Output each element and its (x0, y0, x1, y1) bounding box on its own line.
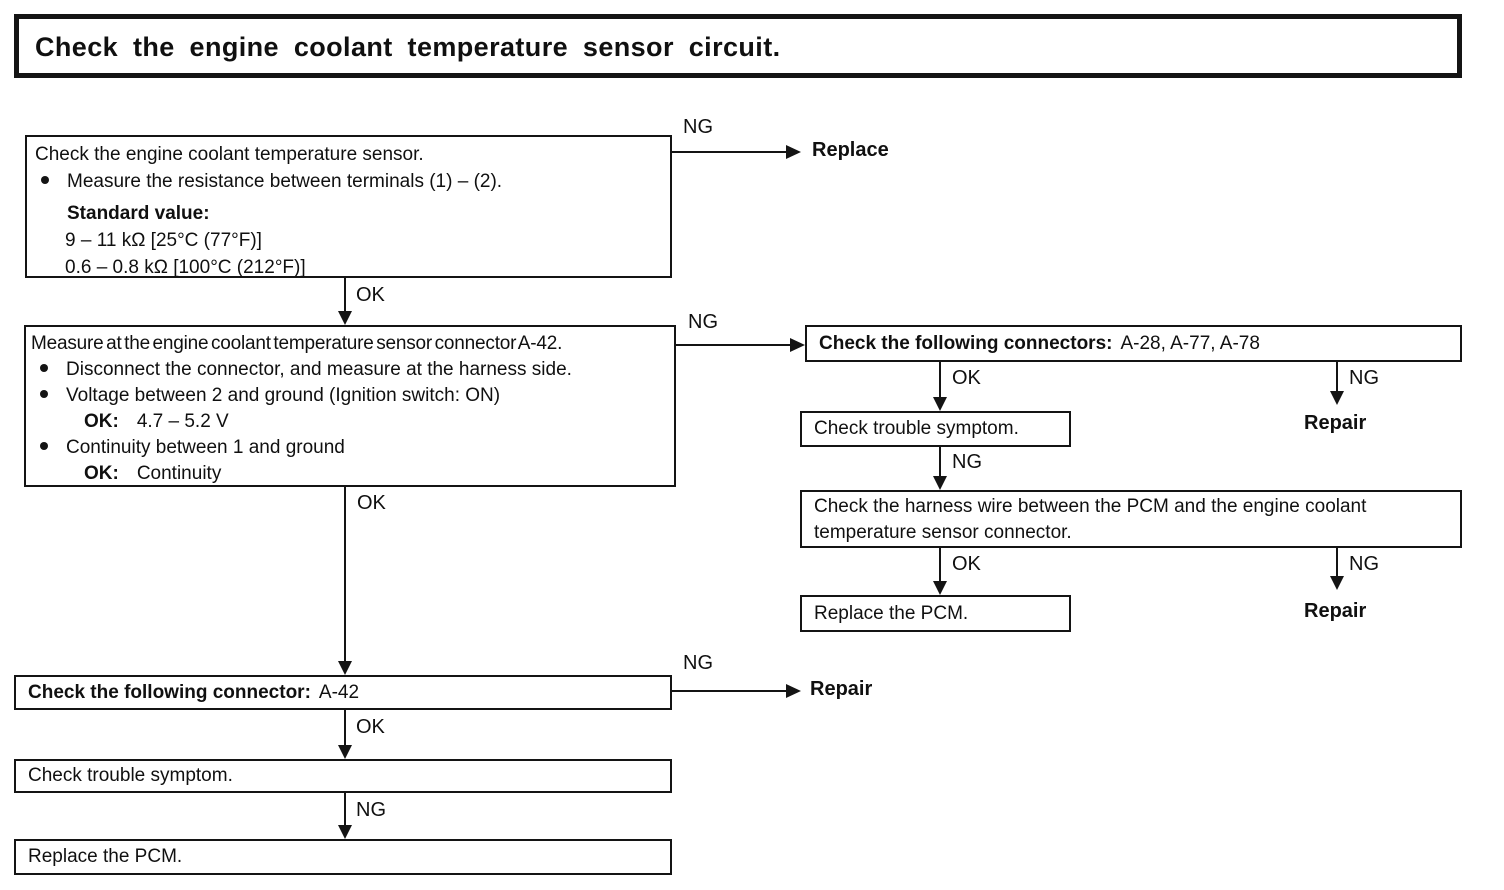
replace-pcm-right-text: Replace the PCM. (814, 602, 969, 624)
bullet-icon (40, 442, 48, 450)
ok-arrow-harness-line (939, 548, 941, 582)
ng-label-connectors: NG (1349, 367, 1379, 389)
ng-arrow-connectors-head (1330, 391, 1344, 405)
measure-connector-bullet2: Voltage between 2 and ground (Ignition s… (66, 385, 501, 406)
box-check-connectors: Check the following connectors: A-28, A-… (805, 325, 1462, 362)
repair-label-2: Repair (1304, 600, 1367, 622)
check-sensor-line1: Check the engine coolant temperature sen… (35, 144, 424, 165)
check-connector-value: A-42 (318, 681, 360, 703)
bullet-icon (41, 176, 49, 184)
ok-label-a42: OK (356, 716, 385, 738)
ng-arrow-a42-head (786, 684, 801, 698)
standard-value-1: 9 – 11 kΩ [25°C (77°F)] (65, 230, 262, 251)
measure-connector-line1: Measure at the engine coolant temperatur… (31, 333, 563, 354)
box-check-trouble-symptom-right: Check trouble symptom. (800, 411, 1071, 447)
check-connectors-label: Check the following connectors: (819, 332, 1113, 354)
page-title: Check the engine coolant temperature sen… (35, 32, 781, 62)
standard-value-label: Standard value: (67, 203, 210, 224)
ok-arrow-connectors-head (933, 397, 947, 411)
check-connector-label: Check the following connector: (28, 681, 311, 703)
ng-arrow-symptom-left-line (344, 793, 346, 826)
ng-label-a42: NG (683, 652, 713, 674)
ok-arrow-harness-head (933, 581, 947, 595)
replace-label: Replace (812, 139, 889, 161)
standard-value-2: 0.6 – 0.8 kΩ [100°C (212°F)] (65, 257, 306, 278)
bullet-icon (40, 390, 48, 398)
ng-label-harness: NG (1349, 553, 1379, 575)
ok-label-connectors: OK (952, 367, 981, 389)
ok-label-harness: OK (952, 553, 981, 575)
ok-arrow-a42-line (344, 710, 346, 746)
ng-arrow-connectors-line (1336, 362, 1338, 392)
ng-label-box1: NG (683, 116, 713, 138)
ng-arrow-symptom-line (939, 447, 941, 477)
ng-arrow-harness-head (1330, 576, 1344, 590)
check-sensor-bullet1: Measure the resistance between terminals… (67, 171, 503, 192)
repair-label-3: Repair (810, 678, 873, 700)
box-check-sensor: Check the engine coolant temperature sen… (25, 135, 672, 278)
ok-arrow-box2-head (338, 661, 352, 675)
bullet-icon (40, 364, 48, 372)
ng-arrow-a42-line (672, 690, 788, 692)
ng-arrow-box2-head (790, 338, 805, 352)
box-measure-connector: Measure at the engine coolant temperatur… (24, 325, 676, 487)
check-trouble-symptom-right-text: Check trouble symptom. (814, 418, 1019, 439)
ng-arrow-box2-line (676, 344, 793, 346)
ok-arrow-connectors-line (939, 362, 941, 398)
ok-value-1: 4.7 – 5.2 V (136, 411, 229, 432)
check-connectors-value: A-28, A-77, A-78 (1120, 332, 1260, 354)
ok-arrow-box1-line (344, 278, 346, 312)
ng-arrow-box1-line (672, 151, 788, 153)
harness-wire-text: Check the harness wire between the PCM a… (814, 496, 1367, 543)
box-replace-pcm-right: Replace the PCM. (800, 595, 1071, 632)
box-check-trouble-symptom-left: Check trouble symptom. (14, 759, 672, 793)
ok-arrow-box1-head (338, 311, 352, 325)
box-harness-wire: Check the harness wire between the PCM a… (800, 490, 1462, 548)
ok-arrow-a42-head (338, 745, 352, 759)
ng-arrow-symptom-left-head (338, 825, 352, 839)
ok-arrow-box2-line (344, 487, 346, 662)
ng-label-symptom: NG (952, 451, 982, 473)
title-box: Check the engine coolant temperature sen… (14, 14, 1462, 78)
ok-label-box1: OK (356, 284, 385, 306)
measure-connector-bullet3: Continuity between 1 and ground (66, 437, 345, 458)
ok-value-label-1: OK: (84, 411, 119, 432)
measure-connector-bullet1: Disconnect the connector, and measure at… (66, 359, 572, 380)
ng-arrow-harness-line (1336, 548, 1338, 577)
replace-pcm-left-text: Replace the PCM. (28, 846, 183, 867)
ng-label-symptom-left: NG (356, 799, 386, 821)
repair-label-1: Repair (1304, 412, 1367, 434)
ng-arrow-symptom-head (933, 476, 947, 490)
box-replace-pcm-left: Replace the PCM. (14, 839, 672, 875)
ng-label-box2: NG (688, 311, 718, 333)
check-trouble-symptom-left-text: Check trouble symptom. (28, 765, 233, 786)
box-check-connector-a42: Check the following connector: A-42 (14, 675, 672, 710)
ok-value-2: Continuity (136, 463, 222, 484)
ok-label-box2: OK (357, 492, 386, 514)
ok-value-label-2: OK: (84, 463, 119, 484)
ng-arrow-box1-head (786, 145, 801, 159)
